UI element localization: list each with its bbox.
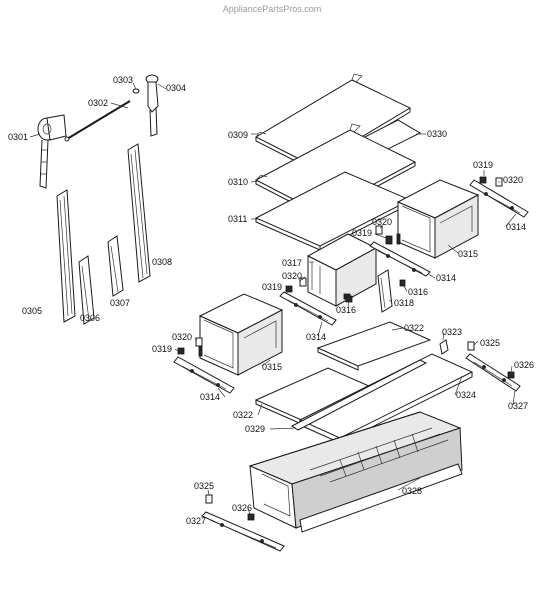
label-0305: 0305 xyxy=(22,306,42,316)
label-0304: 0304 xyxy=(166,83,186,93)
label-0307: 0307 xyxy=(110,298,130,308)
part-0301-hinge-cam xyxy=(37,114,67,189)
label-0319-d: 0319 xyxy=(152,344,172,354)
label-0319-b: 0319 xyxy=(352,228,372,238)
part-0319-clip-c xyxy=(285,285,293,293)
label-0302: 0302 xyxy=(88,98,108,108)
leader-lines xyxy=(29,82,517,523)
part-0320-clip-d xyxy=(195,337,203,347)
label-0322-b: 0322 xyxy=(233,410,253,420)
label-0319-a: 0319 xyxy=(473,160,493,170)
part-0319-clip-a xyxy=(479,176,487,184)
part-0319-clip-b xyxy=(385,235,393,245)
part-0316-clip-b xyxy=(345,295,353,303)
part-0319-clip-d xyxy=(177,347,185,355)
part-0303-pin xyxy=(132,88,140,94)
watermark: AppliancePartsPros.com xyxy=(222,4,322,14)
label-0315-a: 0315 xyxy=(458,249,478,259)
label-0323: 0323 xyxy=(442,327,462,337)
part-0302-rod xyxy=(64,100,131,142)
part-0314-slide-rail-d xyxy=(173,356,235,394)
label-0325-a: 0325 xyxy=(480,338,500,348)
part-0326-clip-b xyxy=(247,513,255,521)
label-0325-b: 0325 xyxy=(194,481,214,491)
label-0314-a: 0314 xyxy=(506,222,526,232)
part-0329-front-trim xyxy=(291,359,428,431)
label-0311: 0311 xyxy=(228,214,247,224)
part-0325-clip-a xyxy=(467,341,475,351)
label-0320-b: 0320 xyxy=(372,217,392,227)
part-0306-short-rail xyxy=(78,255,95,325)
label-0322-a: 0322 xyxy=(404,323,424,333)
label-0324: 0324 xyxy=(456,390,476,400)
part-0314-slide-rail-c xyxy=(279,291,337,326)
part-0314-slide-rail-a xyxy=(469,179,529,218)
label-0314-d: 0314 xyxy=(200,392,220,402)
part-0305-long-rail xyxy=(56,189,76,323)
part-0307-short-rail xyxy=(107,235,124,297)
label-0316-a: 0316 xyxy=(408,287,428,297)
part-0327-slide-rail-a xyxy=(465,353,521,392)
part-0314-slide-rail-b xyxy=(369,241,431,277)
label-0309: 0309 xyxy=(228,130,248,140)
part-0328-crisper-drawer xyxy=(248,411,463,533)
label-0329: 0329 xyxy=(245,424,265,434)
label-0314-c: 0314 xyxy=(306,332,326,342)
part-0308-long-rail xyxy=(127,143,151,283)
label-0303: 0303 xyxy=(113,75,133,85)
label-0314-b: 0314 xyxy=(436,273,456,283)
label-0318: 0318 xyxy=(394,298,414,308)
part-0318-vertical-bar xyxy=(377,269,393,313)
part-0327-slide-rail-b xyxy=(201,511,285,552)
label-0330: 0330 xyxy=(427,129,447,139)
part-0323-clip xyxy=(439,339,449,355)
label-0320-c: 0320 xyxy=(282,271,302,281)
label-0319-c: 0319 xyxy=(262,282,282,292)
label-0326-a: 0326 xyxy=(514,360,534,370)
label-0326-b: 0326 xyxy=(232,503,252,513)
part-0304-hinge-bracket xyxy=(145,74,159,137)
label-0327-a: 0327 xyxy=(508,401,528,411)
label-0310: 0310 xyxy=(228,177,248,187)
label-0316-b: 0316 xyxy=(336,305,356,315)
part-0315-lower-drawer xyxy=(198,293,284,376)
label-0308: 0308 xyxy=(152,257,172,267)
part-labels: 0301 0302 0303 0304 0305 0306 0307 0308 … xyxy=(8,75,534,526)
part-0325-clip-b xyxy=(205,494,213,504)
label-0320-d: 0320 xyxy=(172,332,192,342)
part-0326-clip-a xyxy=(507,371,515,379)
label-0315-b: 0315 xyxy=(262,362,282,372)
label-0328: 0328 xyxy=(402,486,422,496)
label-0306: 0306 xyxy=(80,313,100,323)
label-0327-b: 0327 xyxy=(186,516,206,526)
part-0315-upper-drawer xyxy=(396,179,480,259)
label-0320-a: 0320 xyxy=(503,175,523,185)
label-0301: 0301 xyxy=(8,132,28,142)
label-0317: 0317 xyxy=(282,258,302,268)
part-0322-cover-upper xyxy=(316,321,432,371)
part-0316-clip-a xyxy=(399,279,406,287)
part-0317-housing xyxy=(306,233,378,307)
